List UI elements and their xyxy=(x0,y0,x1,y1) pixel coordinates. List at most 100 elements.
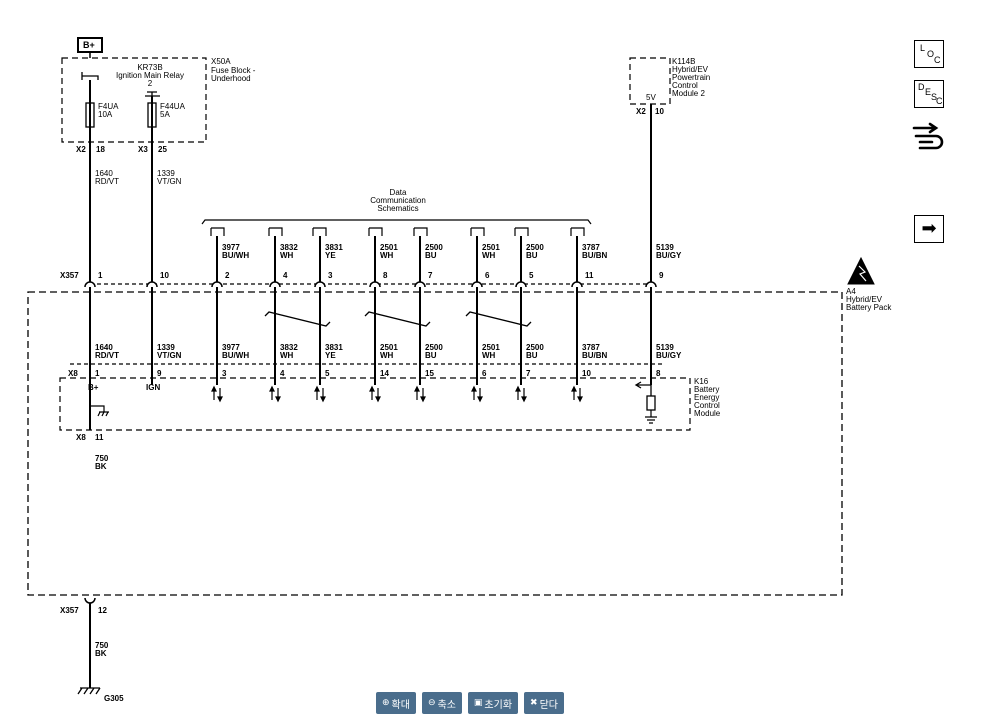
ground-wire-color: BK xyxy=(95,462,107,471)
top-wire-color: WH xyxy=(482,251,496,260)
inner-wire-color: BU xyxy=(526,351,538,360)
top-wire-circuit: 3832 xyxy=(280,243,298,252)
x357-ground-pin: 12 xyxy=(98,606,107,615)
data-comm-bracket xyxy=(201,219,592,225)
fuse-block-name: Fuse Block - xyxy=(211,66,256,75)
location-button[interactable]: L O C xyxy=(914,40,944,68)
inner-wire-circuit: 3787 xyxy=(582,343,600,352)
x8-pin: 1 xyxy=(95,369,100,378)
top-wire-color: BU xyxy=(425,251,437,260)
x8-ground-pin: 11 xyxy=(95,433,104,442)
desc-letter-s: S xyxy=(931,92,938,102)
x357-pin: 8 xyxy=(383,271,388,280)
close-button[interactable]: ✖닫다 xyxy=(524,692,564,714)
inner-wire-circuit: 3977 xyxy=(222,343,240,352)
top-wire-color: BU xyxy=(526,251,538,260)
inner-wire-circuit: 3831 xyxy=(325,343,343,352)
module-pin-bplus: B+ xyxy=(88,383,99,392)
x8-pin: 3 xyxy=(222,369,227,378)
top-wire-circuit: 3977 xyxy=(222,243,240,252)
description-button[interactable]: D E S C xyxy=(914,80,944,108)
top-wire-color: BU/GY xyxy=(656,251,682,260)
top-wire-circuit: 3831 xyxy=(325,243,343,252)
x8-pin: 7 xyxy=(526,369,531,378)
x8-pin: 4 xyxy=(280,369,285,378)
desc-letter-d: D xyxy=(918,82,925,92)
x357-pin: 6 xyxy=(485,271,490,280)
close-icon: ✖ xyxy=(530,698,538,708)
bms-module-outline xyxy=(59,377,691,431)
inner-wire-circuit: 2500 xyxy=(425,343,443,352)
x357-pin: 11 xyxy=(585,271,594,280)
zoom-in-button[interactable]: ⊕확대 xyxy=(376,692,416,714)
fuse-block-outline xyxy=(61,57,207,143)
fuse-f44ua-connector: X3 xyxy=(138,145,148,154)
top-wire-color: VT/GN xyxy=(157,177,182,186)
inner-wire-color: RD/VT xyxy=(95,351,119,360)
fuse-f4ua-connector: X2 xyxy=(76,145,86,154)
bms-name: Energy xyxy=(694,393,719,402)
pcm-name: Powertrain xyxy=(672,73,710,82)
loc-letter-o: O xyxy=(927,49,935,59)
top-wire-circuit: 3787 xyxy=(582,243,600,252)
top-wire-circuit: 2501 xyxy=(380,243,398,252)
data-arrows xyxy=(211,385,583,403)
zoom-toolbar: ⊕확대 ⊖축소 ▣초기화 ✖닫다 xyxy=(376,692,564,714)
top-wire-circuit: 2500 xyxy=(526,243,544,252)
inner-wire-circuit: 1339 xyxy=(157,343,175,352)
inner-wire-circuit: 2500 xyxy=(526,343,544,352)
loc-letter-l: L xyxy=(920,43,926,53)
x8-pin: 9 xyxy=(157,369,162,378)
x357-pin: 7 xyxy=(428,271,433,280)
ground-wire-circuit: 750 xyxy=(95,641,109,650)
reset-label: 초기화 xyxy=(484,699,513,711)
x357-pin: 4 xyxy=(283,271,288,280)
fuse-f4ua-pin: 18 xyxy=(96,145,105,154)
zoom-out-label: 축소 xyxy=(437,699,456,711)
desc-letter-c: C xyxy=(936,96,943,106)
image-icon: ▣ xyxy=(473,698,483,708)
close-label: 닫다 xyxy=(539,699,558,711)
reset-button[interactable]: ▣초기화 xyxy=(467,692,519,714)
data-comm-label: Schematics xyxy=(377,204,418,213)
inner-wire-color: WH xyxy=(380,351,394,360)
bms-name: Battery xyxy=(694,385,719,394)
top-wire-color: BU/WH xyxy=(222,251,249,260)
inner-wire-color: YE xyxy=(325,351,336,360)
x8-ground-connector: X8 xyxy=(76,433,86,442)
next-page-button[interactable]: ➡ xyxy=(914,215,944,243)
loc-letter-c: C xyxy=(934,55,941,65)
pcm-id: K114B xyxy=(672,57,695,66)
fuse-f4ua-name: F4UA xyxy=(98,102,119,111)
pcm-pin: 10 xyxy=(655,107,664,116)
ground-wire-color: BK xyxy=(95,649,107,658)
x357-pin: 3 xyxy=(328,271,333,280)
pcm-pin-label: 5V xyxy=(646,93,656,102)
inner-wire-color: BU/WH xyxy=(222,351,249,360)
inner-wire-color: BU xyxy=(425,351,437,360)
inner-wire-color: WH xyxy=(482,351,496,360)
fuse-f44ua-name: F44UA xyxy=(160,102,186,111)
bms-name: Module xyxy=(694,409,721,418)
top-wire-circuit: 1339 xyxy=(157,169,175,178)
x357-connector: X357 xyxy=(60,271,79,280)
x357-pin: 1 xyxy=(98,271,103,280)
bms-id: K16 xyxy=(694,377,709,386)
desc-letter-e: E xyxy=(925,87,932,97)
x8-pin: 14 xyxy=(380,369,389,378)
battery-pack-name: Hybrid/EV xyxy=(846,295,883,304)
top-wire-circuit: 2500 xyxy=(425,243,443,252)
connector-view-button[interactable] xyxy=(912,120,948,150)
inner-wire-color: BU/BN xyxy=(582,351,608,360)
ground-wire-circuit: 750 xyxy=(95,454,109,463)
high-voltage-icon xyxy=(847,256,875,285)
fuse-f44ua-pin: 25 xyxy=(158,145,167,154)
inner-wire-circuit: 3832 xyxy=(280,343,298,352)
bms-name: Control xyxy=(694,401,720,410)
zoom-out-button[interactable]: ⊖축소 xyxy=(421,692,462,714)
top-wire-color: WH xyxy=(280,251,294,260)
x8-pin: 5 xyxy=(325,369,330,378)
pcm-connector: X2 xyxy=(636,107,646,116)
x8-pin: 15 xyxy=(425,369,434,378)
